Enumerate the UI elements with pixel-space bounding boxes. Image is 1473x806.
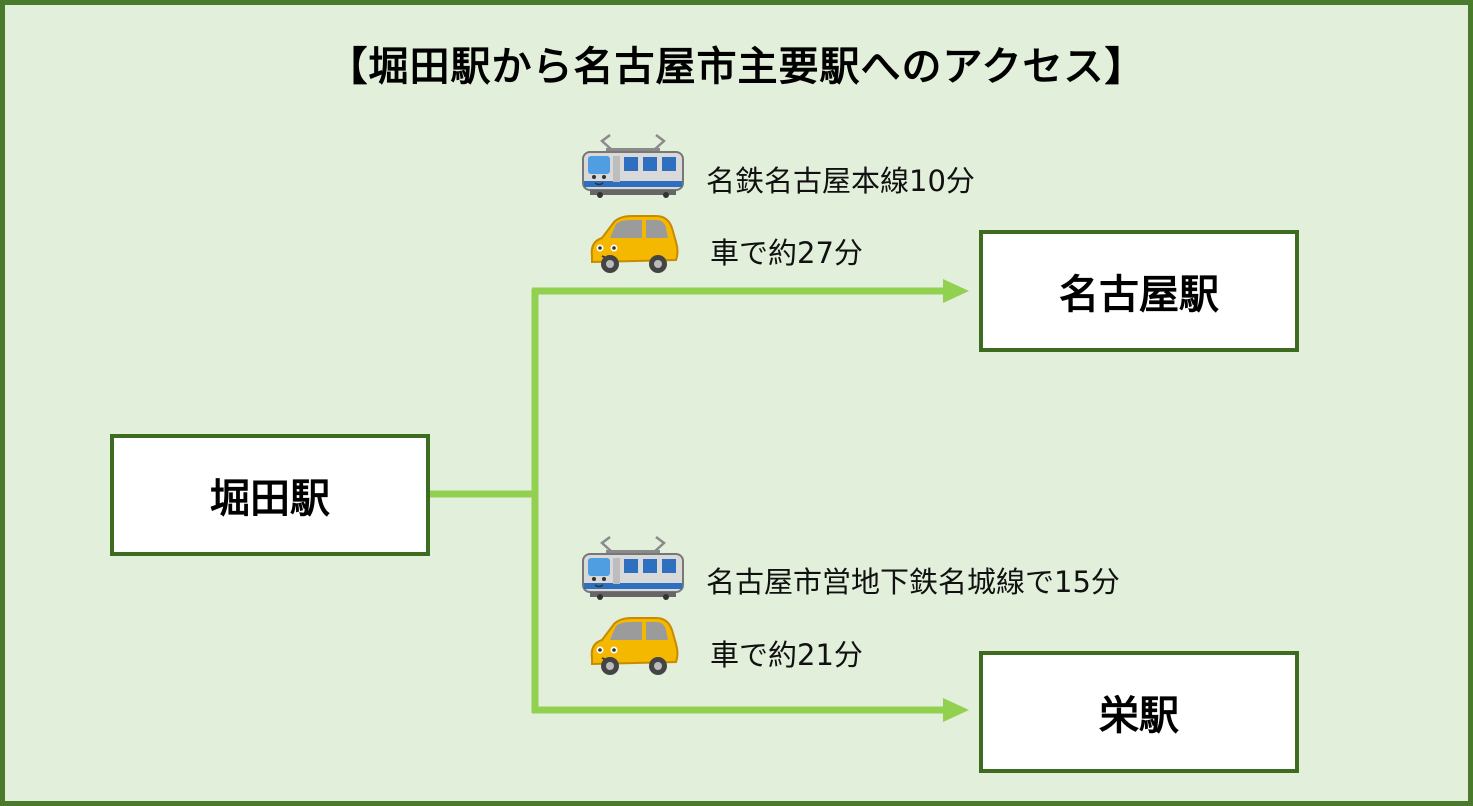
- station-box-horita: 堀田駅: [110, 434, 430, 556]
- train-icon: [580, 536, 686, 605]
- station-label-sakae: 栄駅: [1099, 693, 1179, 739]
- station-label-nagoya: 名古屋駅: [1059, 272, 1219, 318]
- diagram-title: 【堀田駅から名古屋市主要駅へのアクセス】: [327, 44, 1146, 90]
- route-nagoya-car: 車で約27分: [710, 236, 863, 270]
- route-sakae-car: 車で約21分: [710, 638, 863, 672]
- train-icon: [580, 134, 686, 203]
- station-box-nagoya: 名古屋駅: [979, 230, 1299, 352]
- car-icon: [586, 614, 680, 683]
- station-label-horita: 堀田駅: [210, 476, 330, 522]
- route-nagoya-train: 名鉄名古屋本線10分: [706, 164, 975, 198]
- car-icon: [586, 212, 680, 281]
- arrowhead-sakae: [943, 698, 969, 722]
- station-box-sakae: 栄駅: [979, 651, 1299, 773]
- arrowhead-nagoya: [943, 279, 969, 303]
- route-sakae-train: 名古屋市営地下鉄名城線で15分: [706, 565, 1120, 599]
